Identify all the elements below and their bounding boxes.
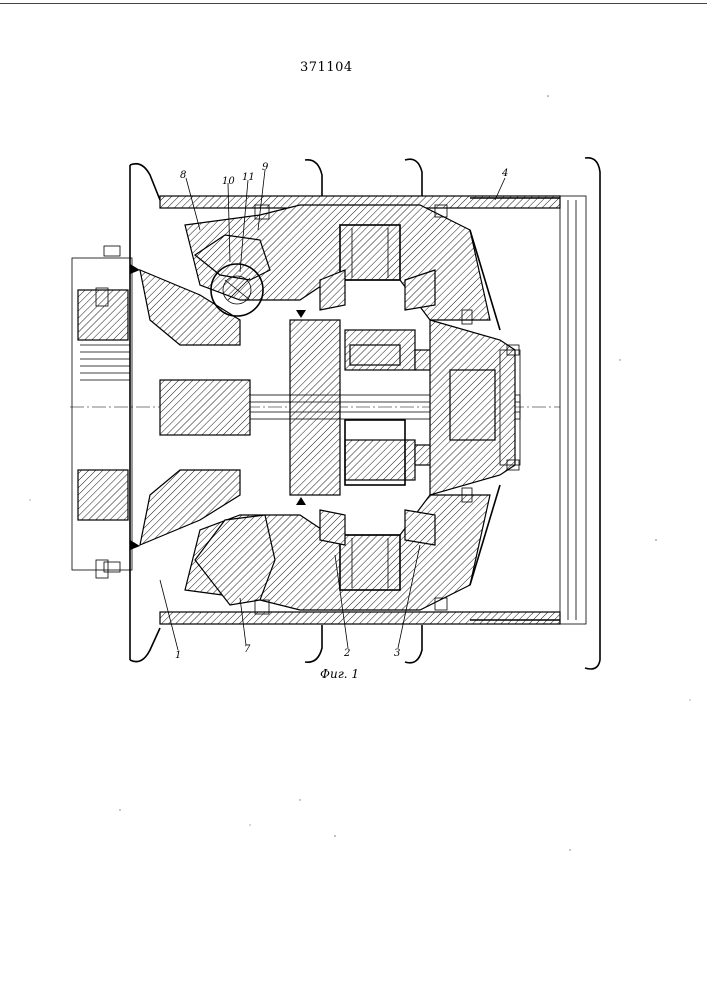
callout-2: 2 [343,648,350,659]
callout-4: 4 [501,168,508,179]
figure-caption: Фиг. 1 [320,667,359,681]
callout-9: 9 [262,162,269,173]
planet-gears [340,225,405,590]
callout-10: 10 [222,176,235,187]
callout-1: 1 [175,650,181,661]
callout-8: 8 [180,170,186,181]
callout-7: 7 [244,644,251,655]
callout-3: 3 [394,648,400,659]
callout-11: 11 [242,172,255,183]
left-housing [72,246,132,572]
